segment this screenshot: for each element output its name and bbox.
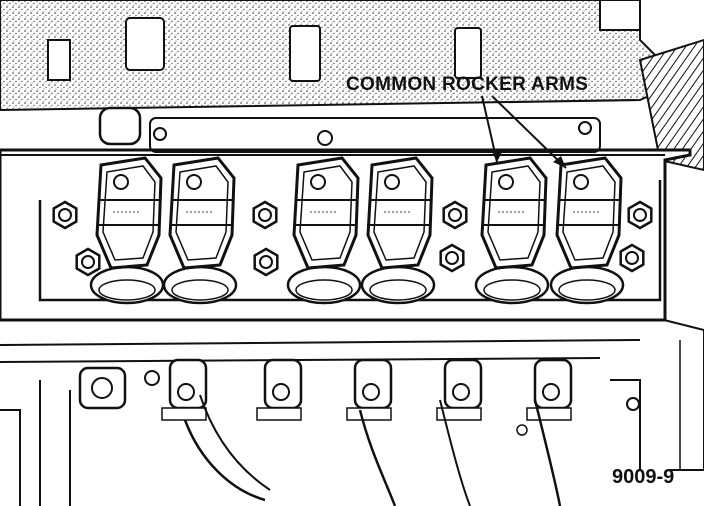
right-side-hatched-component [638,38,704,172]
rocker-arm-1 [89,156,165,305]
hex-bolt-7 [627,200,653,230]
exhaust-port-3 [346,358,393,421]
rocker-arms-group [89,156,625,305]
exhaust-port-5 [526,358,573,421]
rocker-arm-4 [360,156,436,305]
figure-number: 9009-9 [612,466,675,488]
rocker-arm-5 [474,156,550,305]
rocker-arm-2 [162,156,238,305]
exhaust-port-4 [436,358,483,421]
hold-down-bolts [52,200,653,277]
exhaust-port-1 [161,358,208,421]
exhaust-port-2 [256,358,303,421]
exhaust-ports [161,358,573,421]
rocker-arm-6 [549,156,625,305]
hex-bolt-1 [52,200,78,230]
hex-bolt-3 [252,200,278,230]
callout-leader-lines [481,95,567,169]
lower-manifold [0,319,704,506]
common-rocker-arms-label: COMMON ROCKER ARMS [346,74,589,95]
hex-bolt-4 [253,247,279,277]
rocker-arm-3 [286,156,362,305]
hex-bolt-5 [442,200,468,230]
hex-bolt-2 [75,247,101,277]
hex-bolt-6 [439,243,465,273]
hex-bolt-8 [619,243,645,273]
